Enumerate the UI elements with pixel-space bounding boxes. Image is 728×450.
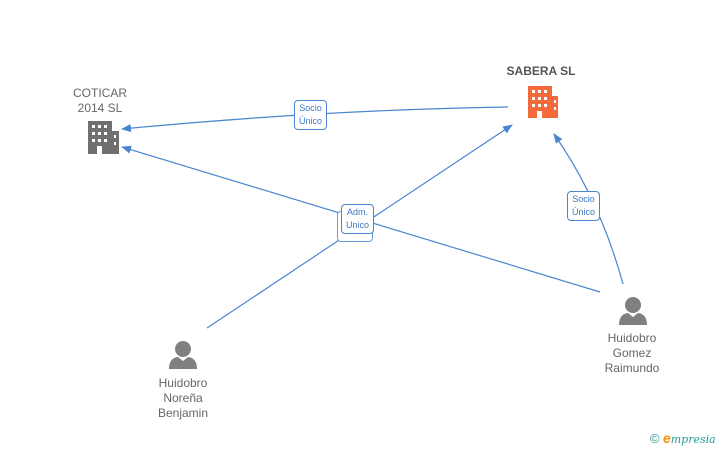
edge-label-line: Adm. <box>347 207 369 217</box>
person-name-line: Benjamin <box>157 406 209 420</box>
company-name-line: COTICAR <box>73 86 127 100</box>
building-icon[interactable] <box>88 121 119 154</box>
person-name-line: Huidobro <box>158 376 208 390</box>
person-icon[interactable] <box>169 341 197 369</box>
person-name-line: Gomez <box>612 346 652 360</box>
building-icon[interactable] <box>528 86 558 118</box>
person-label-raimundo[interactable]: Huidobro Gomez Raimundo <box>592 331 672 376</box>
edge-label-line: Único <box>299 116 323 126</box>
edge-label-line: Unico <box>346 220 370 230</box>
edge-label-socio-unico: Socio Único <box>567 191 601 221</box>
copyright-symbol: © <box>650 431 660 446</box>
company-name-line: 2014 SL <box>77 101 123 115</box>
person-name-line: Noreña <box>163 391 203 405</box>
person-name-line: Raimundo <box>604 361 660 375</box>
person-name-line: Huidobro <box>607 331 657 345</box>
company-name: SABERA SL <box>506 64 576 78</box>
edge-label-line: Socio <box>299 103 322 113</box>
edge-label-line: Socio <box>572 194 595 204</box>
edge-label-socio-unico: Socio Único <box>294 100 328 130</box>
brand-initial: e <box>662 430 671 446</box>
person-icon[interactable] <box>619 297 647 325</box>
person-label-benjamin[interactable]: Huidobro Noreña Benjamin <box>143 376 223 421</box>
edge-label-adm-unico: Adm. Unico <box>341 204 375 234</box>
edge-label-line: Único <box>572 207 596 217</box>
company-label-coticar[interactable]: COTICAR 2014 SL <box>70 86 130 116</box>
empresia-logo: © empresia <box>650 430 716 446</box>
brand-name: mpresia <box>670 433 716 446</box>
company-label-sabera[interactable]: SABERA SL <box>496 64 586 79</box>
